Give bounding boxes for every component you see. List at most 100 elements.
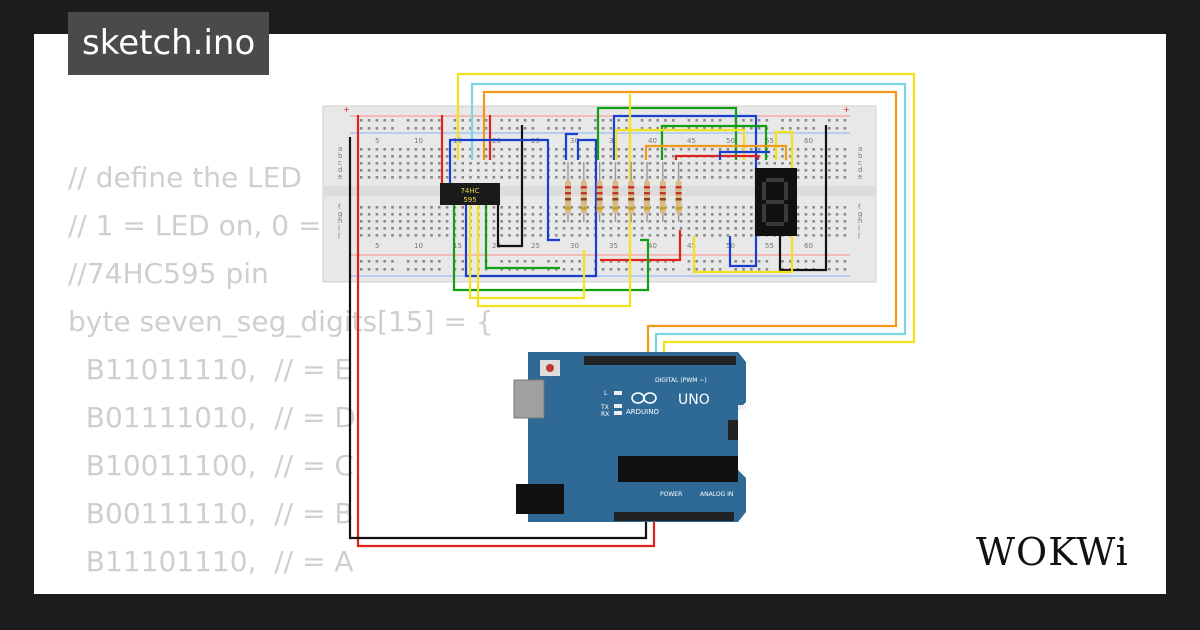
breadboard-row-letter: h	[858, 217, 862, 225]
breadboard-hole	[664, 260, 667, 263]
breadboard-hole	[789, 127, 792, 130]
breadboard-hole	[406, 227, 410, 230]
breadboard-hole	[609, 260, 613, 263]
wire-blue	[564, 132, 578, 160]
breadboard-hole	[781, 260, 784, 263]
breadboard-hole	[360, 206, 363, 209]
breadboard-row-letter: d	[338, 166, 342, 174]
breadboard-hole	[687, 213, 691, 216]
breadboard-hole	[812, 169, 815, 172]
breadboard-hole	[445, 234, 449, 237]
breadboard-hole	[578, 127, 581, 130]
breadboard-hole	[586, 213, 589, 216]
breadboard-hole	[695, 260, 698, 263]
breadboard-hole	[399, 155, 402, 158]
breadboard-hole	[640, 169, 644, 172]
breadboard-hole	[445, 220, 449, 223]
breadboard-hole	[516, 119, 519, 122]
breadboard-hole	[843, 234, 847, 237]
breadboard-column-number: 55	[765, 242, 774, 250]
breadboard-hole	[796, 213, 800, 216]
breadboard-hole	[406, 268, 410, 271]
breadboard-hole	[383, 268, 386, 271]
breadboard-hole	[438, 260, 441, 263]
breadboard-hole	[648, 119, 652, 122]
breadboard-hole	[820, 220, 823, 223]
breadboard-hole	[695, 234, 698, 237]
breadboard-hole	[601, 176, 605, 179]
breadboard-hole	[383, 220, 386, 223]
breadboard-hole	[453, 162, 457, 165]
breadboard-hole	[625, 206, 628, 209]
breadboard-row-letter: e	[858, 173, 862, 181]
breadboard-hole	[656, 220, 659, 223]
breadboard-hole	[843, 227, 847, 230]
breadboard-hole	[742, 176, 745, 179]
breadboard-hole	[695, 220, 698, 223]
breadboard-hole	[375, 176, 379, 179]
breadboard-hole	[695, 227, 698, 230]
breadboard-hole	[625, 162, 628, 165]
wire-black-gnd	[348, 137, 648, 540]
breadboard-hole	[360, 220, 363, 223]
breadboard-hole	[609, 176, 613, 179]
breadboard-hole	[375, 234, 379, 237]
breadboard-hole	[516, 127, 519, 130]
breadboard-hole	[422, 155, 425, 158]
breadboard-hole	[523, 119, 527, 122]
breadboard-hole	[360, 162, 363, 165]
breadboard-row-letter: d	[858, 166, 862, 174]
breadboard-hole	[789, 119, 792, 122]
breadboard-hole	[718, 169, 722, 172]
chip-label: 74HC	[460, 187, 479, 195]
breadboard-hole	[765, 162, 769, 165]
breadboard-hole	[679, 213, 683, 216]
breadboard-hole	[672, 155, 675, 158]
breadboard-row-letter: c	[338, 159, 342, 167]
breadboard-hole	[422, 227, 425, 230]
breadboard-hole	[445, 162, 449, 165]
breadboard-hole	[391, 148, 394, 151]
breadboard-hole	[523, 148, 527, 151]
breadboard-hole	[718, 127, 722, 130]
breadboard-hole	[430, 234, 433, 237]
breadboard-hole	[360, 169, 363, 172]
breadboard-hole	[555, 213, 558, 216]
breadboard-hole	[539, 176, 542, 179]
breadboard-hole	[812, 227, 815, 230]
breadboard-hole	[687, 234, 691, 237]
breadboard-hole	[718, 260, 722, 263]
breadboard-hole	[695, 119, 698, 122]
breadboard-hole	[835, 119, 839, 122]
breadboard-hole	[601, 162, 605, 165]
breadboard-hole	[672, 148, 675, 151]
breadboard-hole	[453, 127, 457, 130]
breadboard-hole	[492, 213, 496, 216]
breadboard-hole	[843, 260, 847, 263]
breadboard-hole	[601, 206, 605, 209]
breadboard-hole	[555, 162, 558, 165]
breadboard-hole	[734, 213, 737, 216]
breadboard-hole	[547, 127, 550, 130]
breadboard-hole	[672, 227, 675, 230]
breadboard-hole	[843, 268, 847, 271]
breadboard-hole	[820, 206, 823, 209]
breadboard-hole	[461, 260, 464, 263]
breadboard-hole	[625, 127, 628, 130]
breadboard-hole	[843, 206, 847, 209]
breadboard-hole	[804, 176, 808, 179]
resistor	[628, 162, 635, 222]
breadboard-hole	[406, 169, 410, 172]
breadboard-hole	[570, 220, 574, 223]
breadboard-hole	[773, 148, 776, 151]
breadboard-hole	[523, 155, 527, 158]
breadboard-hole	[570, 119, 574, 122]
breadboard-hole	[617, 148, 620, 151]
breadboard-hole	[734, 169, 737, 172]
breadboard-hole	[422, 206, 425, 209]
code-line: B01111010, // = D	[68, 401, 356, 434]
breadboard-hole	[430, 148, 433, 151]
breadboard-hole	[765, 268, 769, 271]
breadboard-hole	[578, 268, 581, 271]
breadboard-hole	[820, 234, 823, 237]
